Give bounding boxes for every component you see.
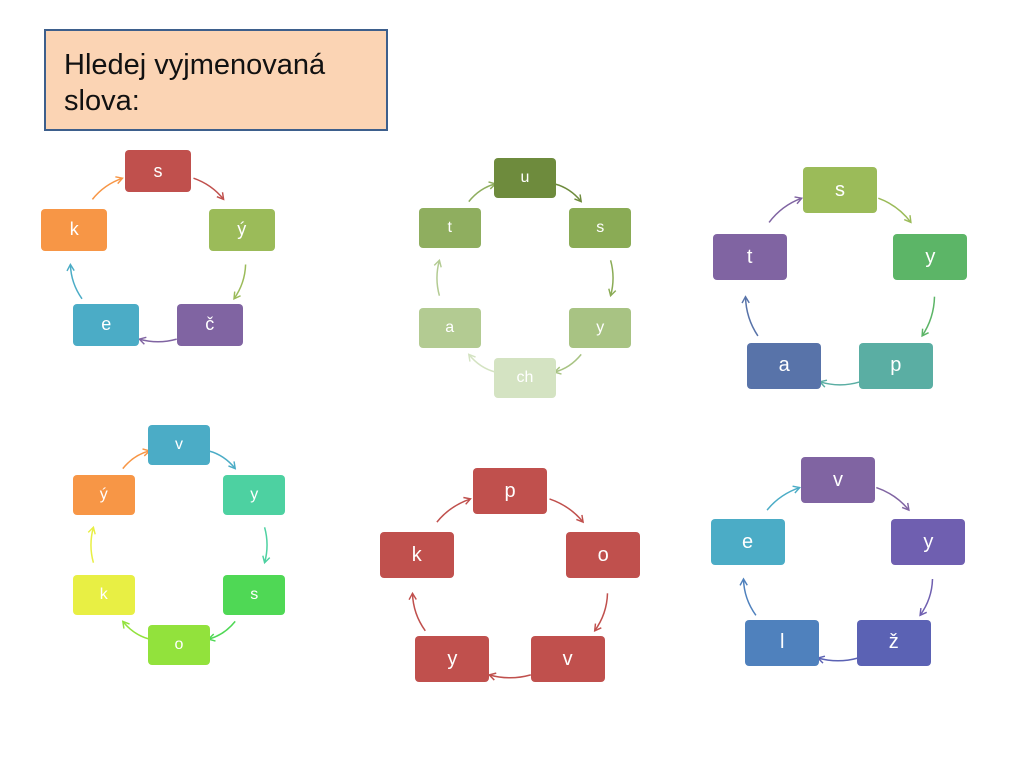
- cycle-2-arrow: [553, 353, 582, 375]
- cycle-3-letter-box: s: [803, 167, 877, 213]
- cycle-2-letter: t: [447, 219, 452, 236]
- cycle-4-letter-box: y: [223, 475, 286, 515]
- cycle-1-letter-box: e: [73, 303, 140, 346]
- cycle-5-letter-box: o: [566, 532, 641, 579]
- cycle-3-letter-box: y: [893, 234, 968, 280]
- cycle-1-arrow: [233, 264, 247, 300]
- cycle-5-letter-box: y: [415, 636, 490, 683]
- cycle-6-arrow: [766, 485, 802, 511]
- cycle-6-letter: ž: [888, 631, 899, 654]
- cycle-6-arrow: [739, 577, 757, 616]
- cycle-2-letter-box: t: [418, 208, 481, 248]
- cycle-1-arrow: [193, 177, 225, 201]
- cycle-5-letter-box: v: [530, 636, 605, 683]
- cycle-5-letter: p: [504, 479, 516, 502]
- cycle-5-letter-box: k: [379, 532, 454, 579]
- cycle-4-letter-box: o: [148, 625, 210, 665]
- cycle-5-arrow: [549, 498, 585, 524]
- cycle-6-letter: v: [833, 468, 843, 491]
- cycle-1-letter-box: ý: [208, 208, 275, 251]
- cycle-4-letter: y: [250, 486, 259, 503]
- cycle-6-letter: l: [779, 631, 785, 654]
- cycle-3-arrow: [768, 196, 804, 223]
- cycle-2-letter: ch: [516, 369, 534, 386]
- cycle-4-letter: v: [175, 436, 183, 453]
- cycle-6-letter-box: e: [710, 519, 785, 566]
- cycle-5-letter: y: [447, 647, 458, 670]
- cycle-6-letter-box: y: [891, 519, 966, 566]
- cycle-5-letter: k: [411, 543, 422, 566]
- cycle-3-letter: y: [925, 245, 936, 268]
- cycle-2-arrow: [554, 183, 583, 203]
- cycle-5-letter: v: [562, 647, 573, 670]
- cycle-2-letter-box: u: [494, 158, 556, 198]
- cycle-2-letter: u: [520, 169, 530, 186]
- cycle-3-arrow: [878, 197, 912, 224]
- cycle-3-arrow: [741, 295, 759, 337]
- cycle-2-arrow: [467, 353, 496, 373]
- cycle-1-letter-box: k: [41, 208, 108, 251]
- cycle-4-arrow: [262, 527, 271, 565]
- cycle-5-letter-box: p: [473, 468, 547, 514]
- cycle-5-letter: o: [597, 543, 609, 566]
- cycle-2-letter-box: ch: [494, 358, 556, 398]
- cycle-6-letter: e: [742, 530, 754, 553]
- cycle-3-arrow: [818, 379, 861, 388]
- cycle-6-letter-box: l: [745, 619, 820, 666]
- cycle-2-letter-box: s: [569, 208, 632, 248]
- cycle-5-arrow: [593, 593, 609, 632]
- cycle-4-arrow: [207, 620, 236, 642]
- page-title: Hledej vyjmenovaná slova:: [64, 49, 326, 117]
- cycle-4-letter: k: [99, 586, 108, 603]
- cycle-6-letter-box: v: [801, 457, 875, 503]
- cycle-4-arrow: [122, 448, 151, 470]
- cycle-2-letter-box: y: [569, 308, 632, 348]
- cycle-4-arrow: [121, 620, 150, 640]
- cycle-6-arrow: [919, 578, 934, 617]
- cycle-3-letter: p: [890, 354, 902, 376]
- cycle-6-letter-box: ž: [856, 619, 931, 666]
- cycle-5-arrow: [487, 672, 532, 681]
- cycle-3-letter: t: [746, 245, 753, 268]
- cycle-4-letter: ý: [99, 486, 108, 503]
- cycle-5-arrow: [436, 496, 472, 523]
- cycle-2-letter: y: [596, 319, 605, 336]
- cycle-4-letter: s: [250, 586, 259, 603]
- cycle-3-letter-box: t: [712, 234, 787, 280]
- cycle-4-arrow: [208, 450, 237, 470]
- cycle-1-letter: k: [69, 219, 79, 240]
- cycle-3-arrow: [921, 296, 936, 338]
- cycle-6-arrow: [816, 655, 859, 664]
- cycle-4-letter-box: v: [148, 425, 210, 465]
- cycle-4-letter-box: s: [223, 575, 286, 615]
- cycle-2-letter: a: [445, 319, 455, 336]
- cycle-6-arrow: [876, 486, 910, 512]
- cycle-2-letter-box: a: [418, 308, 481, 348]
- cycle-6-letter: y: [923, 530, 934, 553]
- cycle-2-arrow: [608, 260, 617, 298]
- cycle-4-letter: o: [174, 636, 184, 653]
- cycle-1-letter-box: č: [176, 303, 243, 346]
- cycle-2-letter: s: [596, 219, 605, 236]
- cycle-1-letter: e: [101, 314, 112, 335]
- cycle-4-arrow: [87, 525, 96, 563]
- cycle-4-letter-box: ý: [72, 475, 135, 515]
- title-box: Hledej vyjmenovaná slova:: [44, 29, 388, 131]
- cycle-1-letter: s: [153, 160, 163, 181]
- cycle-4-letter-box: k: [72, 575, 135, 615]
- cycle-5-arrow: [408, 591, 426, 632]
- cycle-3-letter: s: [835, 178, 845, 201]
- cycle-1-letter: č: [205, 314, 215, 335]
- cycle-1-letter-box: s: [125, 150, 191, 192]
- cycle-1-arrow: [137, 336, 177, 345]
- cycle-1-arrow: [66, 263, 83, 300]
- cycle-3-letter-box: a: [747, 342, 822, 389]
- cycle-2-arrow: [468, 181, 497, 203]
- cycle-2-arrow: [433, 258, 442, 296]
- cycle-3-letter: a: [778, 354, 790, 376]
- cycle-1-arrow: [91, 176, 124, 200]
- cycle-1-letter: ý: [237, 219, 247, 240]
- cycle-3-letter-box: p: [858, 342, 933, 389]
